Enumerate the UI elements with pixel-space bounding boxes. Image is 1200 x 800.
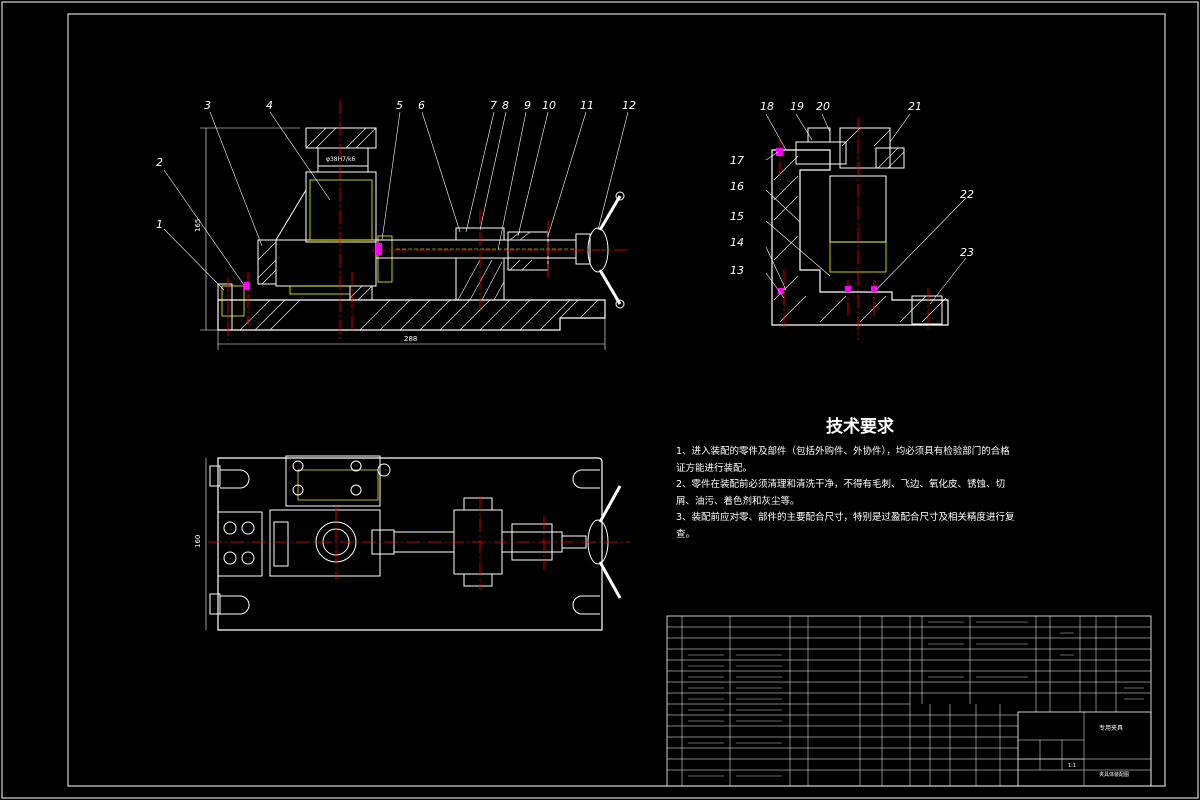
side-section-view [771, 118, 949, 340]
balloon-23: 23 [960, 246, 974, 259]
balloon-8: 8 [502, 99, 509, 112]
front-section-view: 288 165 φ38H7/k6 [194, 100, 630, 350]
balloon-12: 12 [622, 99, 636, 112]
balloon-11: 11 [580, 99, 594, 112]
inner-border [67, 13, 1166, 787]
balloon-16: 16 [730, 180, 744, 193]
balloon-2: 2 [156, 156, 163, 169]
tech-req-2: 2、零件在装配前必须清理和清洗干净，不得有毛刺、飞边、氧化皮、锈蚀、切屑、油污、… [676, 479, 1006, 507]
balloon-9: 9 [524, 99, 531, 112]
balloon-5: 5 [396, 99, 403, 112]
side-view-leaders [765, 113, 967, 305]
dim-bore: φ38H7/k6 [326, 156, 355, 163]
tech-req-1: 1、进入装配的零件及部件（包括外购件、外协件），均必须具有检验部门的合格证方能进… [676, 446, 1010, 474]
part-label: 夹具体装配图 [1099, 771, 1129, 778]
balloon-13: 13 [730, 264, 744, 277]
balloon-18: 18 [760, 100, 774, 113]
front-view-leaders [163, 111, 629, 291]
dim-width: 160 [194, 535, 202, 548]
balloon-19: 19 [790, 100, 804, 113]
balloon-10: 10 [542, 99, 556, 112]
technical-requirements-list: 1、进入装配的零件及部件（包括外购件、外协件），均必须具有检验部门的合格证方能进… [676, 444, 1016, 543]
technical-requirements-title: 技术要求 [826, 417, 894, 437]
balloon-7: 7 [490, 99, 497, 112]
top-view: 160 [194, 455, 630, 631]
balloon-21: 21 [908, 100, 922, 113]
balloon-15: 15 [730, 210, 744, 223]
scale-value: 1:1 [1068, 763, 1076, 769]
balloon-17: 17 [730, 154, 744, 167]
balloon-22: 22 [960, 188, 974, 201]
dim-height: 165 [194, 219, 202, 232]
balloon-1: 1 [156, 218, 163, 231]
balloon-4: 4 [266, 99, 273, 112]
balloon-6: 6 [418, 99, 425, 112]
drawing-name: 专用夹具 [1099, 724, 1123, 732]
balloon-3: 3 [204, 99, 211, 112]
tech-req-3: 3、装配前应对零、部件的主要配合尺寸，特别是过盈配合尺寸及相关精度进行复查。 [676, 512, 1015, 540]
balloon-20: 20 [816, 100, 830, 113]
balloon-14: 14 [730, 236, 744, 249]
dim-overall-length: 288 [404, 335, 417, 343]
